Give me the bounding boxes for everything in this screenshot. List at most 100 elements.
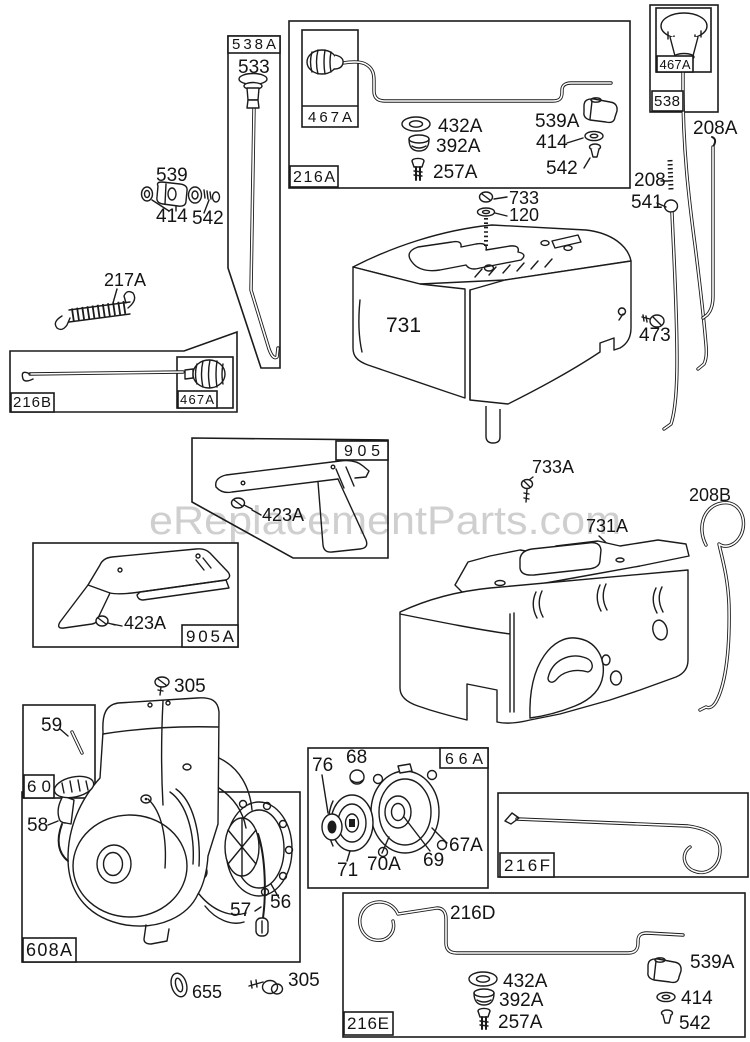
part-76-label: 76 xyxy=(312,755,333,776)
fuel-cap-467A-drawing xyxy=(306,49,613,103)
box-216A-outline xyxy=(288,20,631,189)
pointer-414-1 xyxy=(566,137,584,144)
part-414-label-3: 414 xyxy=(681,988,713,1009)
box-216A-label: 216A xyxy=(293,169,335,186)
bracket-905-section: 905 423A xyxy=(215,440,389,553)
tank-731-filler-tray xyxy=(408,240,525,272)
rod-216F-section: 216F xyxy=(499,812,722,878)
tank-731A-arch xyxy=(529,637,605,719)
pointers-208-541 xyxy=(656,180,669,208)
tank-731-vent xyxy=(551,234,582,249)
tank-731-keyhole xyxy=(617,307,627,321)
bracket-539A-icon-2 xyxy=(647,957,682,984)
box-538A-label: 538A xyxy=(232,36,276,53)
starter-66A-section: 66A 76 68 71 70A 69 67A xyxy=(312,747,489,881)
part-69-label: 69 xyxy=(423,850,444,871)
oil-fill-538-section: 467A 538 xyxy=(651,12,709,371)
box-905-outline xyxy=(191,437,389,559)
box-216F-label: 216F xyxy=(504,856,550,875)
washer-icon-b xyxy=(187,186,203,204)
cap-467A-drawing-3 xyxy=(184,359,226,389)
part-423A-label-2: 423A xyxy=(124,613,166,633)
grommet-432A-icon-2 xyxy=(468,971,498,987)
part-432A-label-2: 432A xyxy=(503,971,548,992)
bracket-905A-section: 423A 905A xyxy=(57,548,239,648)
fuel-line-216A-section: 216A 467A 432A 392A 257A xyxy=(289,49,618,188)
starter-housing-67A-drawing xyxy=(370,763,448,858)
tank-731-right-face xyxy=(469,260,632,405)
part-57-label: 57 xyxy=(230,900,251,921)
pointer-423A-1 xyxy=(251,509,262,516)
part-539A-label-2: 539A xyxy=(690,952,735,973)
engine-608A-section: 608A 57 56 305 59 60 58 655 xyxy=(22,676,320,1002)
box-216B-label: 216B xyxy=(13,394,51,411)
bushing-76-drawing xyxy=(321,813,343,841)
box-608A-label: 608A xyxy=(26,940,72,960)
box-66A-label-frame xyxy=(439,747,489,769)
part-392A-label-1: 392A xyxy=(436,136,481,157)
part-56-label: 56 xyxy=(270,892,291,913)
part-217A-label: 217A xyxy=(104,270,146,290)
rod-208A: 208A xyxy=(693,118,738,320)
ball-68-drawing xyxy=(349,769,365,785)
washer-414-icon-1 xyxy=(584,130,604,142)
tank-731-hole-1 xyxy=(540,239,550,247)
part-733A-label: 733A xyxy=(532,457,574,477)
screw-542-icon-3 xyxy=(660,1009,674,1024)
part-539-label: 539 xyxy=(156,165,188,186)
box-608A-label-frame xyxy=(22,937,77,963)
part-414-label-1: 414 xyxy=(536,132,568,153)
grommet-432A-icon xyxy=(401,116,431,132)
screw-473-icon xyxy=(641,314,665,328)
pointer-56 xyxy=(270,883,280,899)
pointers-66A xyxy=(321,774,448,862)
box-66A-label: 66A xyxy=(445,751,483,768)
pointer-58 xyxy=(47,820,59,826)
washer-icon-b-hole xyxy=(191,190,199,200)
box-216F-label-frame xyxy=(499,852,555,878)
cap-467A-label-2: 467A xyxy=(660,57,691,72)
box-216B-label-frame xyxy=(10,392,55,413)
part-59-label: 59 xyxy=(41,715,62,736)
thread-stub xyxy=(203,189,212,200)
screw-542-icon-1 xyxy=(588,143,602,158)
pointer-59 xyxy=(59,728,69,737)
part-208A-label: 208A xyxy=(693,118,738,139)
part-432A-label-1: 432A xyxy=(438,116,483,137)
grommet-392A-icon xyxy=(408,134,430,152)
part-60-label-frame xyxy=(23,774,55,799)
spring-hooks xyxy=(54,290,136,331)
part-208-label: 208 xyxy=(634,170,666,191)
tank-731-hole-3 xyxy=(483,264,495,272)
tank-731A-hole-2 xyxy=(601,654,611,666)
cap-stub xyxy=(211,191,221,203)
spring-217A: 217A xyxy=(54,270,146,331)
watermark-text: eReplacementParts.com xyxy=(149,499,621,543)
tank-731-shade xyxy=(358,299,363,353)
rod-208A-tip xyxy=(711,136,717,146)
valve-body-slot xyxy=(167,187,177,201)
cap-467A-label-3: 467A xyxy=(180,392,214,407)
cap-467A-label-frame-2 xyxy=(656,55,694,73)
box-538-label-frame xyxy=(651,90,684,112)
part-539A-label-1: 539A xyxy=(535,111,580,132)
pointer-542-1 xyxy=(583,157,591,169)
part-731A-label: 731A xyxy=(586,516,628,536)
tank-731-left-face xyxy=(352,266,466,399)
pointer-423A-2 xyxy=(111,623,123,627)
tank-731A-hole-1 xyxy=(652,619,668,641)
blower-housing-drawing xyxy=(67,697,220,945)
tank-731A-hole-3 xyxy=(609,670,623,686)
part-120-label: 120 xyxy=(509,205,539,225)
box-905-label-frame xyxy=(335,440,389,461)
valve-body-icon xyxy=(156,181,188,207)
screw-257A-icon-2 xyxy=(477,1007,491,1030)
wire-208B: 208B xyxy=(689,485,746,712)
screw-733A: 733A xyxy=(520,457,574,503)
box-216B-outline xyxy=(9,330,238,413)
part-257A-label-1: 257A xyxy=(433,162,478,183)
part-733-label: 733 xyxy=(509,188,539,208)
part-541-label: 541 xyxy=(631,192,663,213)
rod-208-threads xyxy=(667,159,674,191)
